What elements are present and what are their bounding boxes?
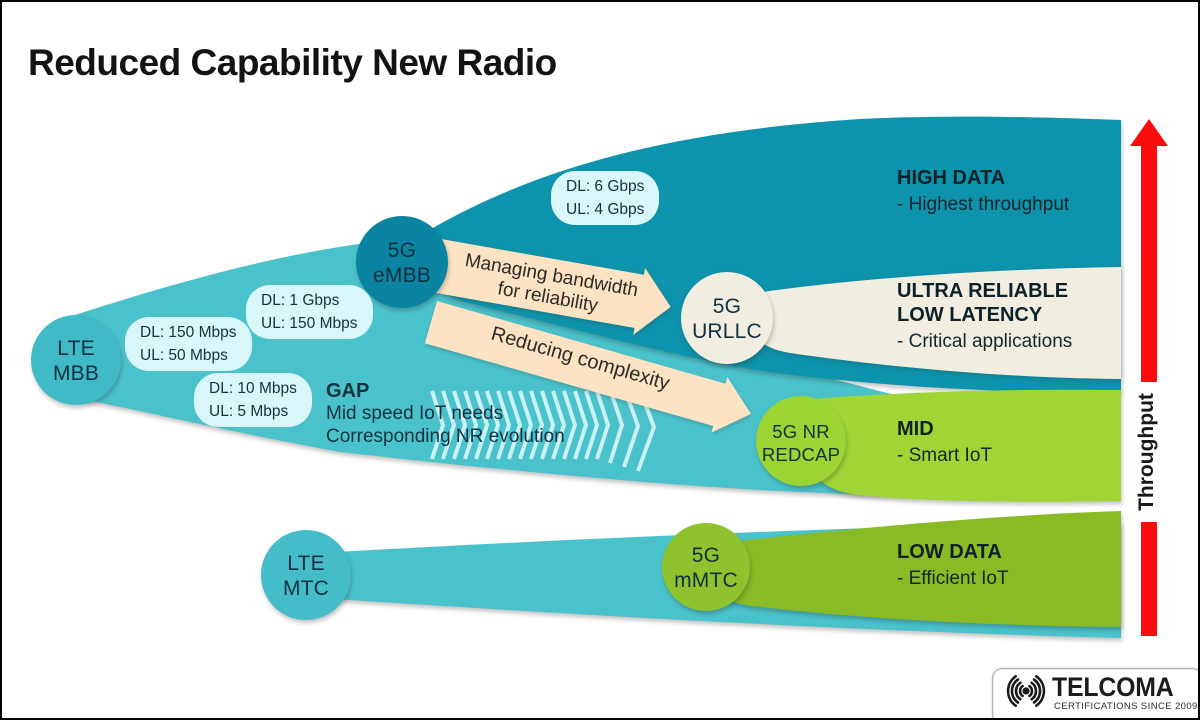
gap-line: Mid speed IoT needs xyxy=(326,403,504,424)
pill-line: DL: 1 Gbps xyxy=(261,292,340,309)
throughput-bar-upper xyxy=(1141,145,1157,382)
band-subtitle: - Efficient IoT xyxy=(897,568,1009,589)
node-embb-circle xyxy=(356,216,448,308)
pill-line: DL: 10 Mbps xyxy=(209,380,297,397)
node-line: REDCAP xyxy=(761,444,841,465)
pill-line: UL: 50 Mbps xyxy=(140,347,228,364)
band-subtitle: - Smart IoT xyxy=(897,445,993,466)
node-line: 5G xyxy=(691,544,721,567)
node-mmtc-label: 5G mMTC xyxy=(641,543,771,593)
node-line: URLLC xyxy=(692,320,762,343)
node-line: LTE xyxy=(57,337,95,360)
urllc-band-shape xyxy=(741,267,1121,379)
pill-dl-ul-1gbps: DL: 1 Gbps UL: 150 Mbps xyxy=(246,285,373,339)
throughput-arrowhead xyxy=(1130,119,1168,146)
throughput-axis-label: Throughput xyxy=(1135,393,1158,511)
node-redcap-label: 5G NR REDCAP xyxy=(736,420,866,466)
band-title: MID xyxy=(897,418,934,440)
node-line: MTC xyxy=(282,577,330,600)
band-subtitle: - Highest throughput xyxy=(897,194,1070,215)
gap-line: Corresponding NR evolution xyxy=(326,425,565,447)
node-redcap-circle xyxy=(756,396,846,486)
pill-line: UL: 5 Mbps xyxy=(209,403,289,420)
node-line: LTE xyxy=(287,552,325,575)
urllc-label: ULTRA RELIABLE LOW LATENCY - Critical ap… xyxy=(897,279,1072,353)
mid-band-shape xyxy=(806,389,1121,502)
band-title: LOW LATENCY xyxy=(897,304,1043,326)
telcoma-logo-name: TELCOMA xyxy=(1052,672,1174,702)
mid-label: MID - Smart IoT xyxy=(897,417,992,467)
telcoma-logo-tagline: CERTIFICATIONS SINCE 2009 xyxy=(1054,701,1198,712)
pill-dl-ul-10mbps: DL: 10 Mbps UL: 5 Mbps xyxy=(194,373,312,427)
pill-dl-ul-mbb: DL: 150 Mbps UL: 50 Mbps xyxy=(125,317,252,371)
low-data-band-shape xyxy=(704,511,1121,627)
pill-dl-ul-6gbps: DL: 6 Gbps UL: 4 Gbps xyxy=(551,171,660,225)
band-title: ULTRA RELIABLE xyxy=(897,280,1069,302)
page-title: Reduced Capability New Radio xyxy=(28,42,557,83)
throughput-bar-lower xyxy=(1141,522,1157,636)
node-embb-label: 5G eMBB xyxy=(337,238,467,288)
reducing-complexity-arrow xyxy=(424,301,752,433)
node-line: MBB xyxy=(52,362,100,385)
high-data-label: HIGH DATA - Highest throughput xyxy=(897,166,1069,216)
band-title: LOW DATA xyxy=(897,541,1002,563)
node-urllc-circle xyxy=(681,272,773,364)
node-line: eMBB xyxy=(373,264,431,287)
pill-line: UL: 4 Gbps xyxy=(566,201,645,218)
throughput-axis-arrow xyxy=(1130,119,1168,636)
node-line: 5G NR xyxy=(772,421,830,442)
node-line: 5G xyxy=(387,239,417,262)
pill-line: DL: 150 Mbps xyxy=(140,324,237,341)
band-subtitle: - Critical applications xyxy=(897,331,1073,352)
gap-title: GAP xyxy=(326,380,370,402)
managing-bandwidth-arrow xyxy=(431,239,671,335)
node-line: mMTC xyxy=(674,569,738,592)
pill-line: UL: 150 Mbps xyxy=(261,315,358,332)
node-lte-mbb-circle xyxy=(31,315,121,405)
node-line: 5G xyxy=(712,295,742,318)
low-data-label: LOW DATA - Efficient IoT xyxy=(897,540,1009,590)
band-title: HIGH DATA xyxy=(897,167,1006,189)
node-lte-mtc-circle xyxy=(261,530,351,620)
node-lte-mbb-label: LTE MBB xyxy=(11,336,141,386)
node-lte-mtc-label: LTE MTC xyxy=(241,551,371,601)
gap-annotation: GAP Mid speed IoT needs Corresponding NR… xyxy=(326,379,565,448)
node-mmtc-circle xyxy=(662,523,750,611)
node-urllc-label: 5G URLLC xyxy=(662,294,792,344)
telcoma-logo-icon xyxy=(991,667,1200,720)
pill-line: DL: 6 Gbps xyxy=(566,178,645,195)
